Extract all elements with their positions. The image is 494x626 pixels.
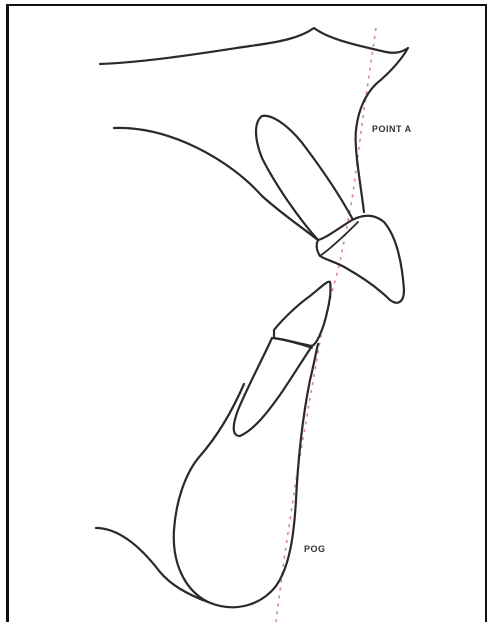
lower-incisor-cej xyxy=(272,338,312,348)
palatal-curve xyxy=(114,128,318,240)
a-pog-reference-line xyxy=(276,28,376,622)
mandibular-symphysis xyxy=(174,344,318,607)
nasal-floor-outline xyxy=(100,28,408,212)
pog-label: POG xyxy=(304,544,326,554)
point-a-label: POINT A xyxy=(372,124,412,134)
upper-incisor-cej xyxy=(320,222,358,256)
lower-incisor-root xyxy=(234,338,312,436)
upper-incisor-root xyxy=(256,116,352,240)
mandibular-border xyxy=(96,528,208,602)
lower-incisor-crown xyxy=(274,282,331,346)
